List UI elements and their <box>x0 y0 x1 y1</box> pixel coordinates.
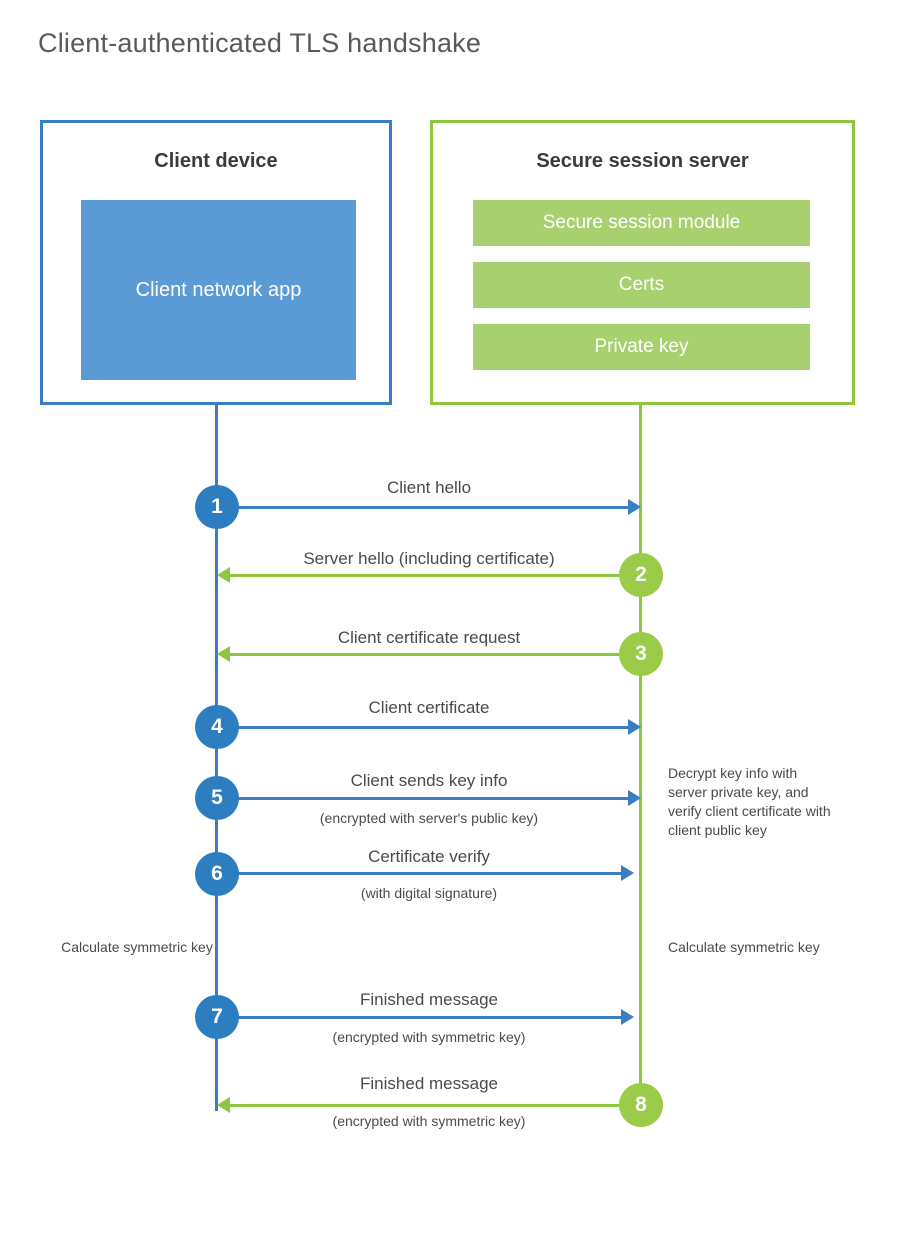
message-label-1: Client hello <box>386 478 472 497</box>
arrowhead-left-icon-3 <box>217 646 230 662</box>
message-label-5: Client sends key info <box>350 771 508 790</box>
secure-session-server-box: Secure session server Secure session mod… <box>430 120 855 405</box>
message-label-7: Finished message <box>360 990 498 1009</box>
server-component-secure-session-module: Secure session module <box>473 200 810 246</box>
message-label-6: Certificate verify <box>368 847 490 866</box>
message-sublabel-7: (encrypted with symmetric key) <box>332 1029 526 1045</box>
client-device-title: Client device <box>154 150 278 172</box>
message-sublabel-5: (encrypted with server's public key) <box>319 810 539 826</box>
secure-session-server-title: Secure session server <box>536 150 749 172</box>
server-lifeline <box>639 405 642 1105</box>
step-circle-7[interactable]: 7 <box>195 995 239 1039</box>
message-arrow-5 <box>217 797 628 800</box>
step-circle-4[interactable]: 4 <box>195 705 239 749</box>
message-sublabel-6: (with digital signature) <box>360 885 498 901</box>
message-label-8: Finished message <box>360 1074 498 1093</box>
arrowhead-right-icon-1 <box>628 499 641 515</box>
message-arrow-2 <box>230 574 641 577</box>
step-circle-3[interactable]: 3 <box>619 632 663 676</box>
arrowhead-right-icon-6 <box>621 865 634 881</box>
arrowhead-left-icon-2 <box>217 567 230 583</box>
message-arrow-6 <box>217 872 621 875</box>
message-arrow-3 <box>230 653 641 656</box>
client-device-box: Client device Client network app <box>40 120 392 405</box>
client-calculate-symmetric-key-annotation: Calculate symmetric key <box>61 939 213 955</box>
client-network-app-block: Client network app <box>81 200 356 380</box>
server-component-certs: Certs <box>473 262 810 308</box>
message-label-3: Client certificate request <box>337 628 521 647</box>
step-circle-2[interactable]: 2 <box>619 553 663 597</box>
page-title: Client-authenticated TLS handshake <box>38 28 482 58</box>
arrowhead-left-icon-8 <box>217 1097 230 1113</box>
message-sublabel-8: (encrypted with symmetric key) <box>332 1113 526 1129</box>
arrowhead-right-icon-4 <box>628 719 641 735</box>
message-label-2: Server hello (including certificate) <box>303 549 555 568</box>
message-label-4: Client certificate <box>368 698 490 717</box>
server-component-private-key: Private key <box>473 324 810 370</box>
arrowhead-right-icon-5 <box>628 790 641 806</box>
message-arrow-7 <box>217 1016 621 1019</box>
client-lifeline <box>215 405 218 1111</box>
message-arrow-8 <box>230 1104 641 1107</box>
step-circle-1[interactable]: 1 <box>195 485 239 529</box>
arrowhead-right-icon-7 <box>621 1009 634 1025</box>
server-calculate-symmetric-key-annotation: Calculate symmetric key <box>668 939 820 955</box>
step-circle-6[interactable]: 6 <box>195 852 239 896</box>
message-arrow-1 <box>217 506 628 509</box>
step-circle-8[interactable]: 8 <box>619 1083 663 1127</box>
message-arrow-4 <box>217 726 628 729</box>
step-circle-5[interactable]: 5 <box>195 776 239 820</box>
server-decrypt-annotation: Decrypt key info with server private key… <box>668 765 831 838</box>
